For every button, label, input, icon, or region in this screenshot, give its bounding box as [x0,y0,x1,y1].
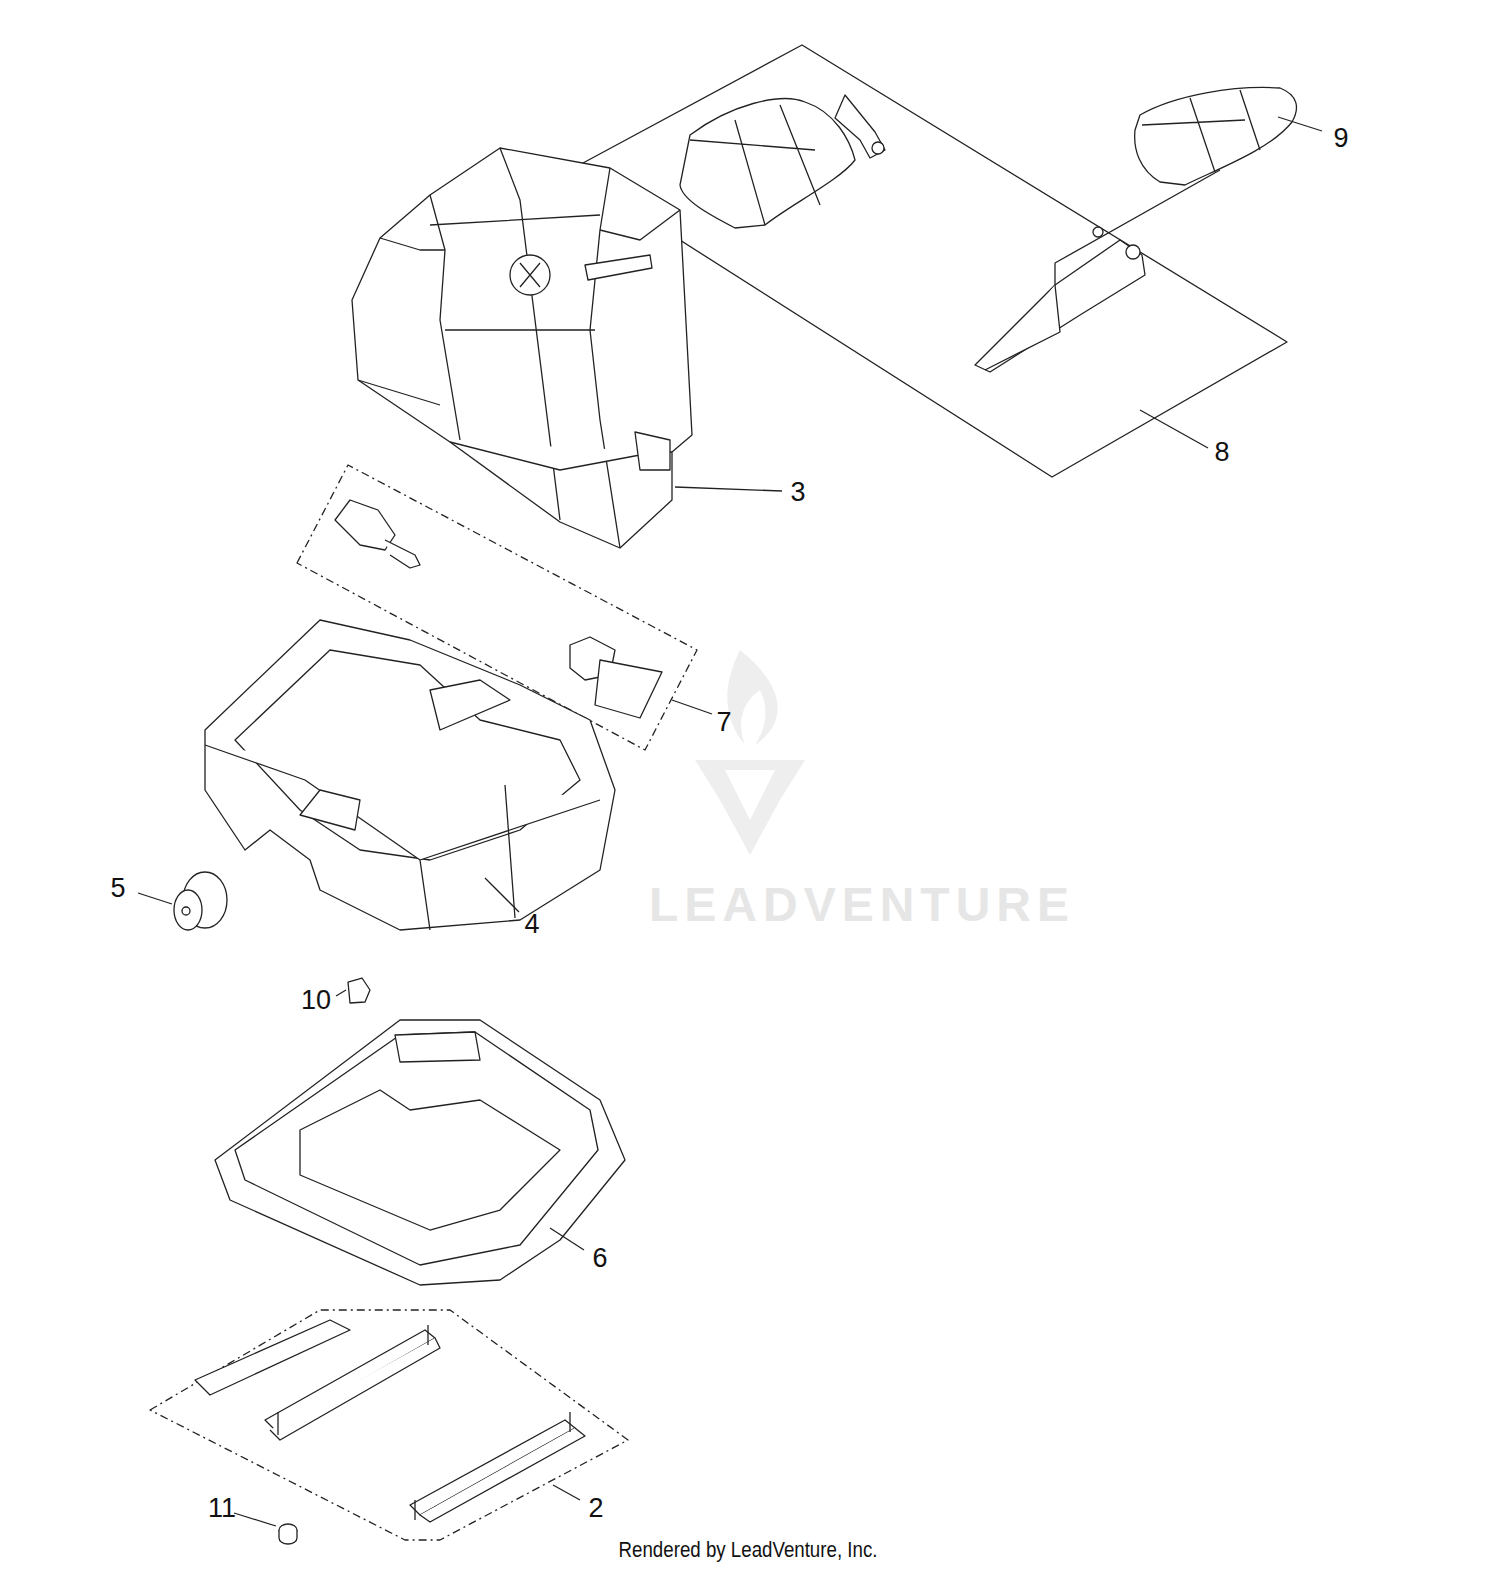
clip [336,978,370,1003]
leader-line [1140,410,1208,448]
watermark: LEADVENTURE [649,881,1075,929]
armrest-bracket [975,227,1145,372]
callout-number: 6 [592,1245,607,1272]
leader-line [485,878,519,912]
adjust-knob [138,872,227,930]
leader-line [553,1485,580,1500]
leader-line [138,893,172,904]
left-armrest [680,95,885,228]
leader-line [550,1228,584,1250]
callout-number: 7 [716,709,731,736]
leader-line [672,700,712,714]
callout-number: 2 [588,1495,603,1522]
leader-line [675,487,782,491]
callout-number: 5 [110,875,125,902]
callout-number: 4 [524,911,539,938]
leader-line [234,1513,276,1526]
spacer [234,1513,297,1544]
callout-number: 9 [1333,125,1348,152]
leader-line [1278,117,1322,131]
render-credit: Rendered by LeadVenture, Inc. [619,1539,878,1561]
seat-cushion [205,620,615,930]
slide-rails [150,1310,628,1540]
watermark-logo [695,650,805,855]
seat-back [352,148,782,548]
callout-number: 8 [1214,439,1229,466]
callout-number: 11 [208,1495,236,1522]
leader-line [336,990,346,996]
seat-pan [215,1020,625,1285]
callout-number: 3 [790,479,805,506]
callout-number: 10 [301,987,331,1014]
